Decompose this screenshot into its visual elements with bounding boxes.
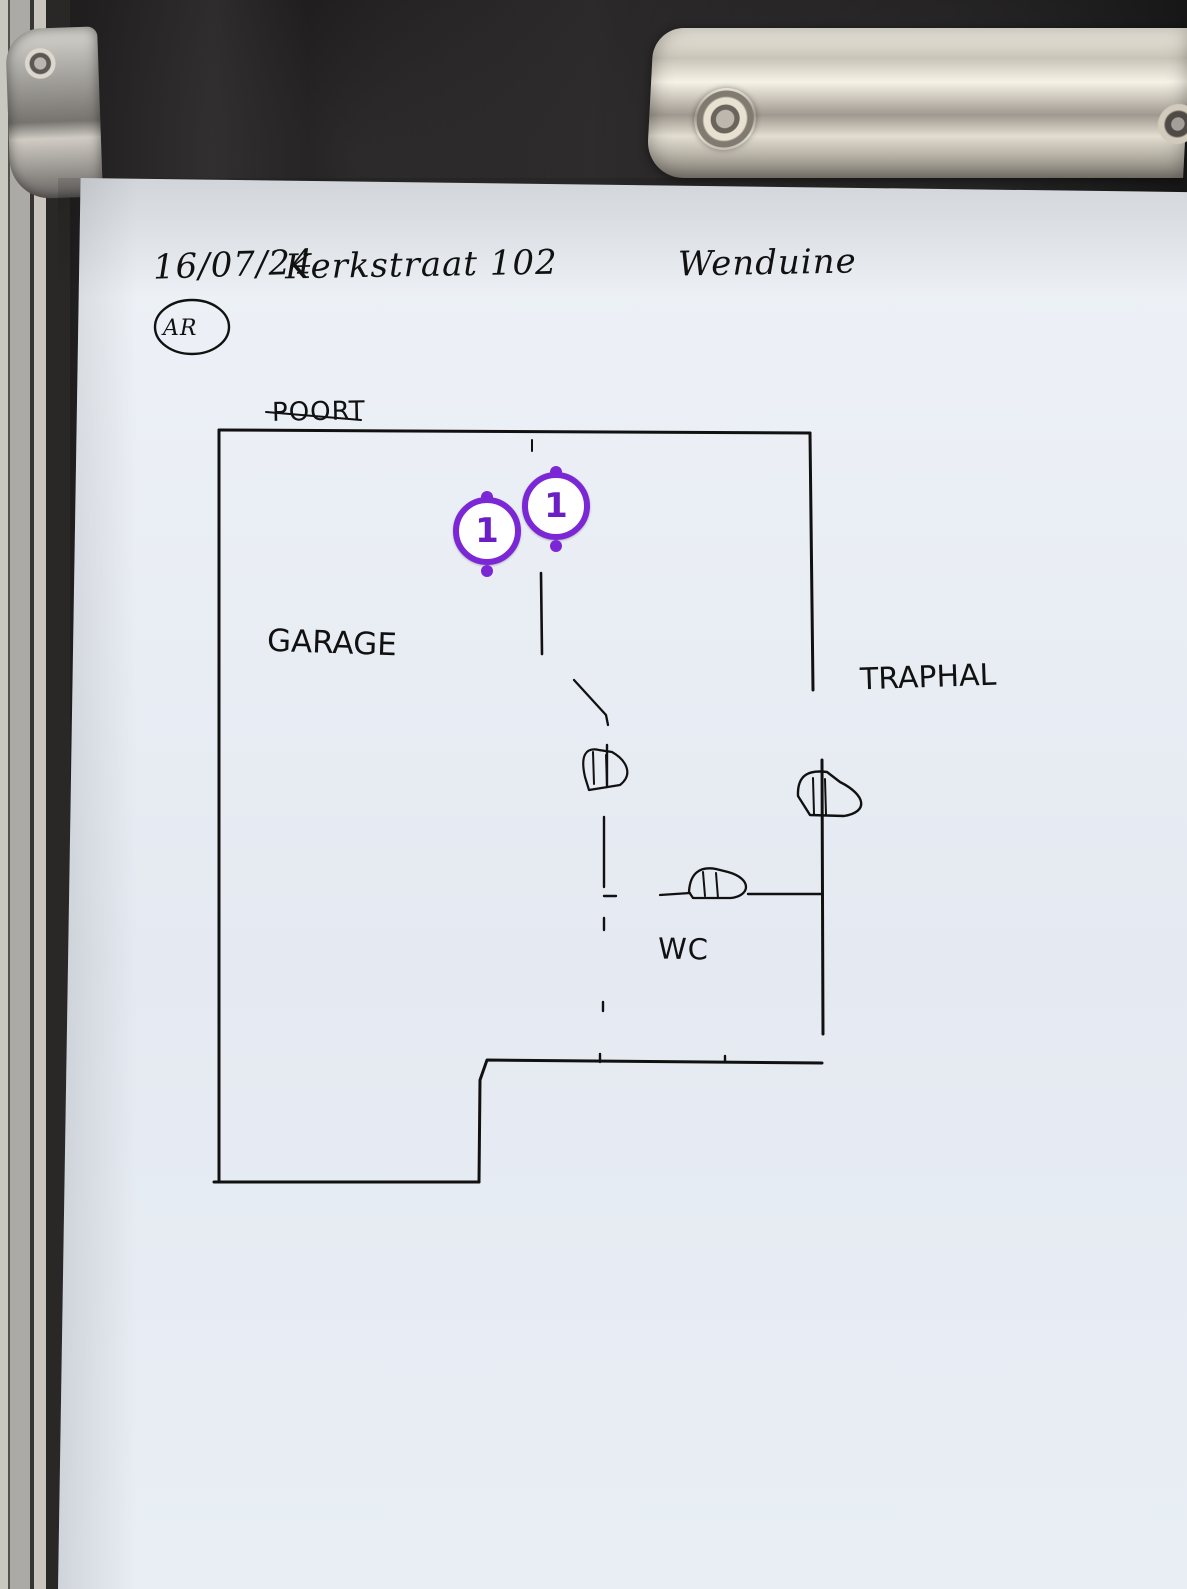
door-sensor-icon-detail	[812, 777, 827, 816]
numbered-marker-icon[interactable]: 1	[519, 454, 595, 566]
poort-underline	[265, 411, 362, 421]
door-sensor-icon	[687, 867, 748, 900]
interior-wall-upper	[539, 571, 544, 656]
marker-number[interactable]: 1	[453, 497, 521, 565]
notch-wall	[477, 1058, 824, 1184]
door-sensor-icon	[582, 748, 629, 792]
clipboard-edge	[0, 0, 70, 1589]
room-label-garage: GARAGE	[266, 622, 398, 664]
numbered-marker-icon[interactable]: 1	[450, 479, 526, 591]
top-wall	[217, 428, 812, 435]
door-sensor-icon-detail	[702, 871, 719, 899]
right-wall-lower	[820, 758, 825, 1036]
right-wall-upper	[808, 431, 815, 692]
marker-handle-bottom[interactable]	[550, 540, 562, 552]
marker-handle-bottom[interactable]	[481, 565, 493, 577]
handwritten-initials: AR	[163, 316, 198, 341]
door-swing	[572, 678, 610, 727]
room-label-traphal: TRAPHAL	[859, 657, 997, 698]
marker-number[interactable]: 1	[522, 472, 590, 540]
initials-circle	[153, 298, 231, 356]
room-label-wc: WC	[657, 931, 710, 967]
room-label-poort: POORT	[271, 396, 366, 428]
door-sensor-icon-detail	[592, 751, 608, 786]
wc-door-dash	[658, 891, 692, 897]
door-sensor-icon	[796, 770, 863, 818]
paper-sheet	[58, 178, 1187, 1589]
